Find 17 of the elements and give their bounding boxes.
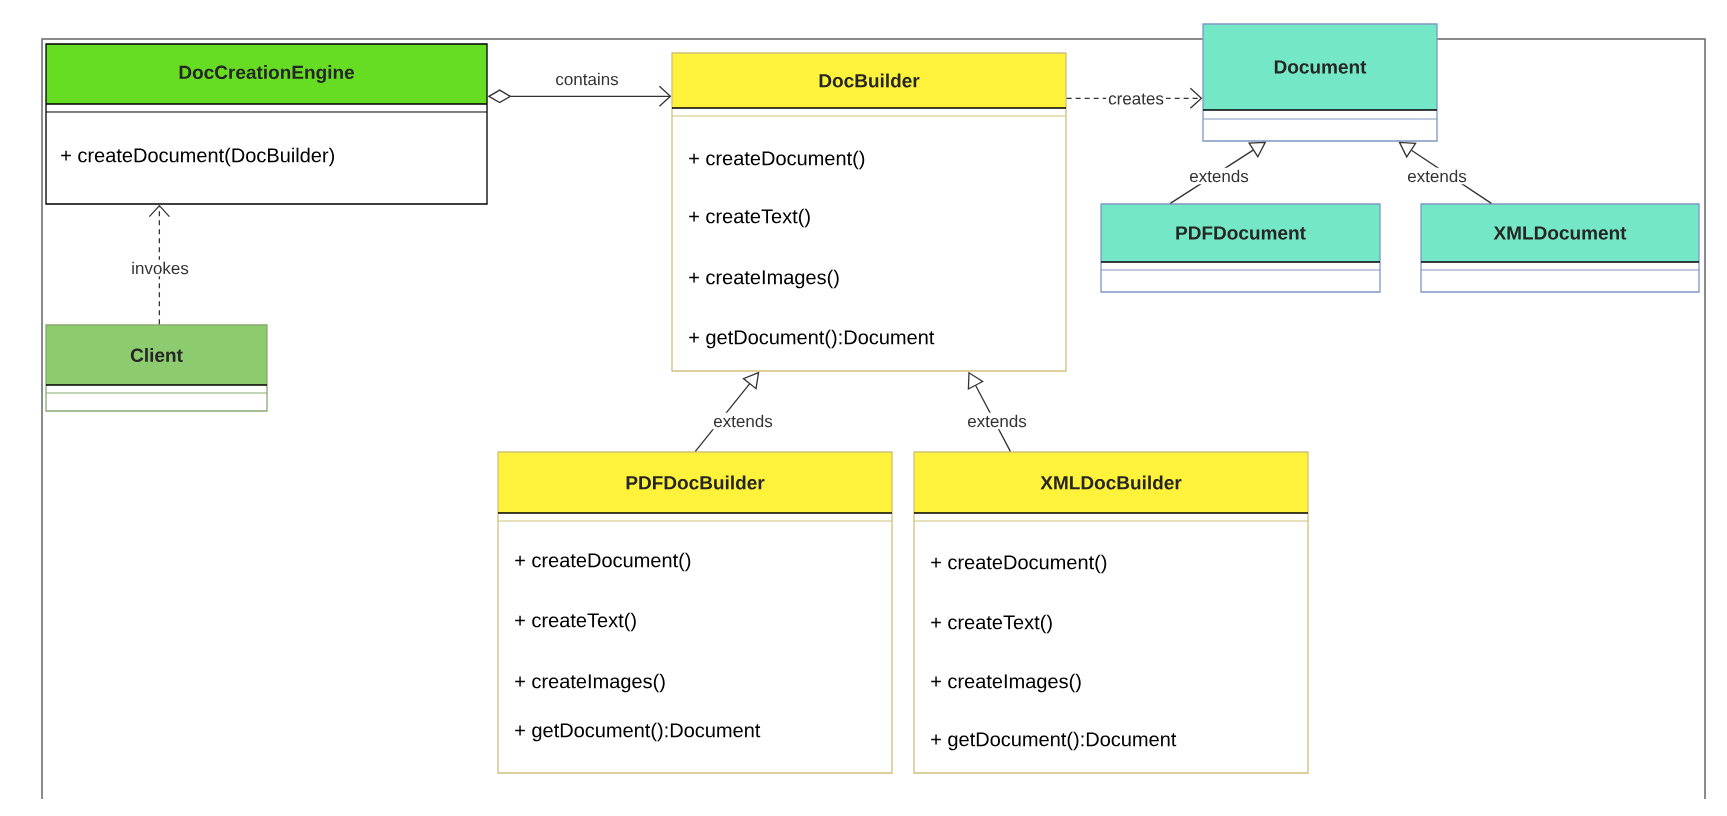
class-box: DocBuilder + createDocument() + createText() + createImages() + getDocument():Document [671, 52, 1067, 372]
class-box: XMLDocBuilder + createDocument() + createText() + createImages() + getDocument():Document [913, 451, 1309, 774]
class-box: PDFDocument [1100, 203, 1381, 293]
class-box: DocCreationEngine + createDocument(DocBuilder) [45, 43, 488, 205]
class-box: XMLDocument [1420, 203, 1700, 293]
edge-label: extends [965, 412, 1029, 430]
class-box: Client [45, 324, 268, 412]
edge-label: creates [1106, 91, 1166, 107]
edge-label: contains [556, 72, 619, 86]
edge-label: extends [711, 412, 775, 430]
class-box: Document [1202, 23, 1438, 142]
edge-label: invokes [129, 259, 191, 277]
edge-label: extends [1405, 167, 1469, 185]
edge-label: extends [1187, 167, 1251, 185]
connector [1398, 141, 1492, 204]
connector [148, 204, 170, 325]
class-box: PDFDocBuilder + createDocument() + createText() + createImages() + getDocument():Document [497, 451, 893, 774]
